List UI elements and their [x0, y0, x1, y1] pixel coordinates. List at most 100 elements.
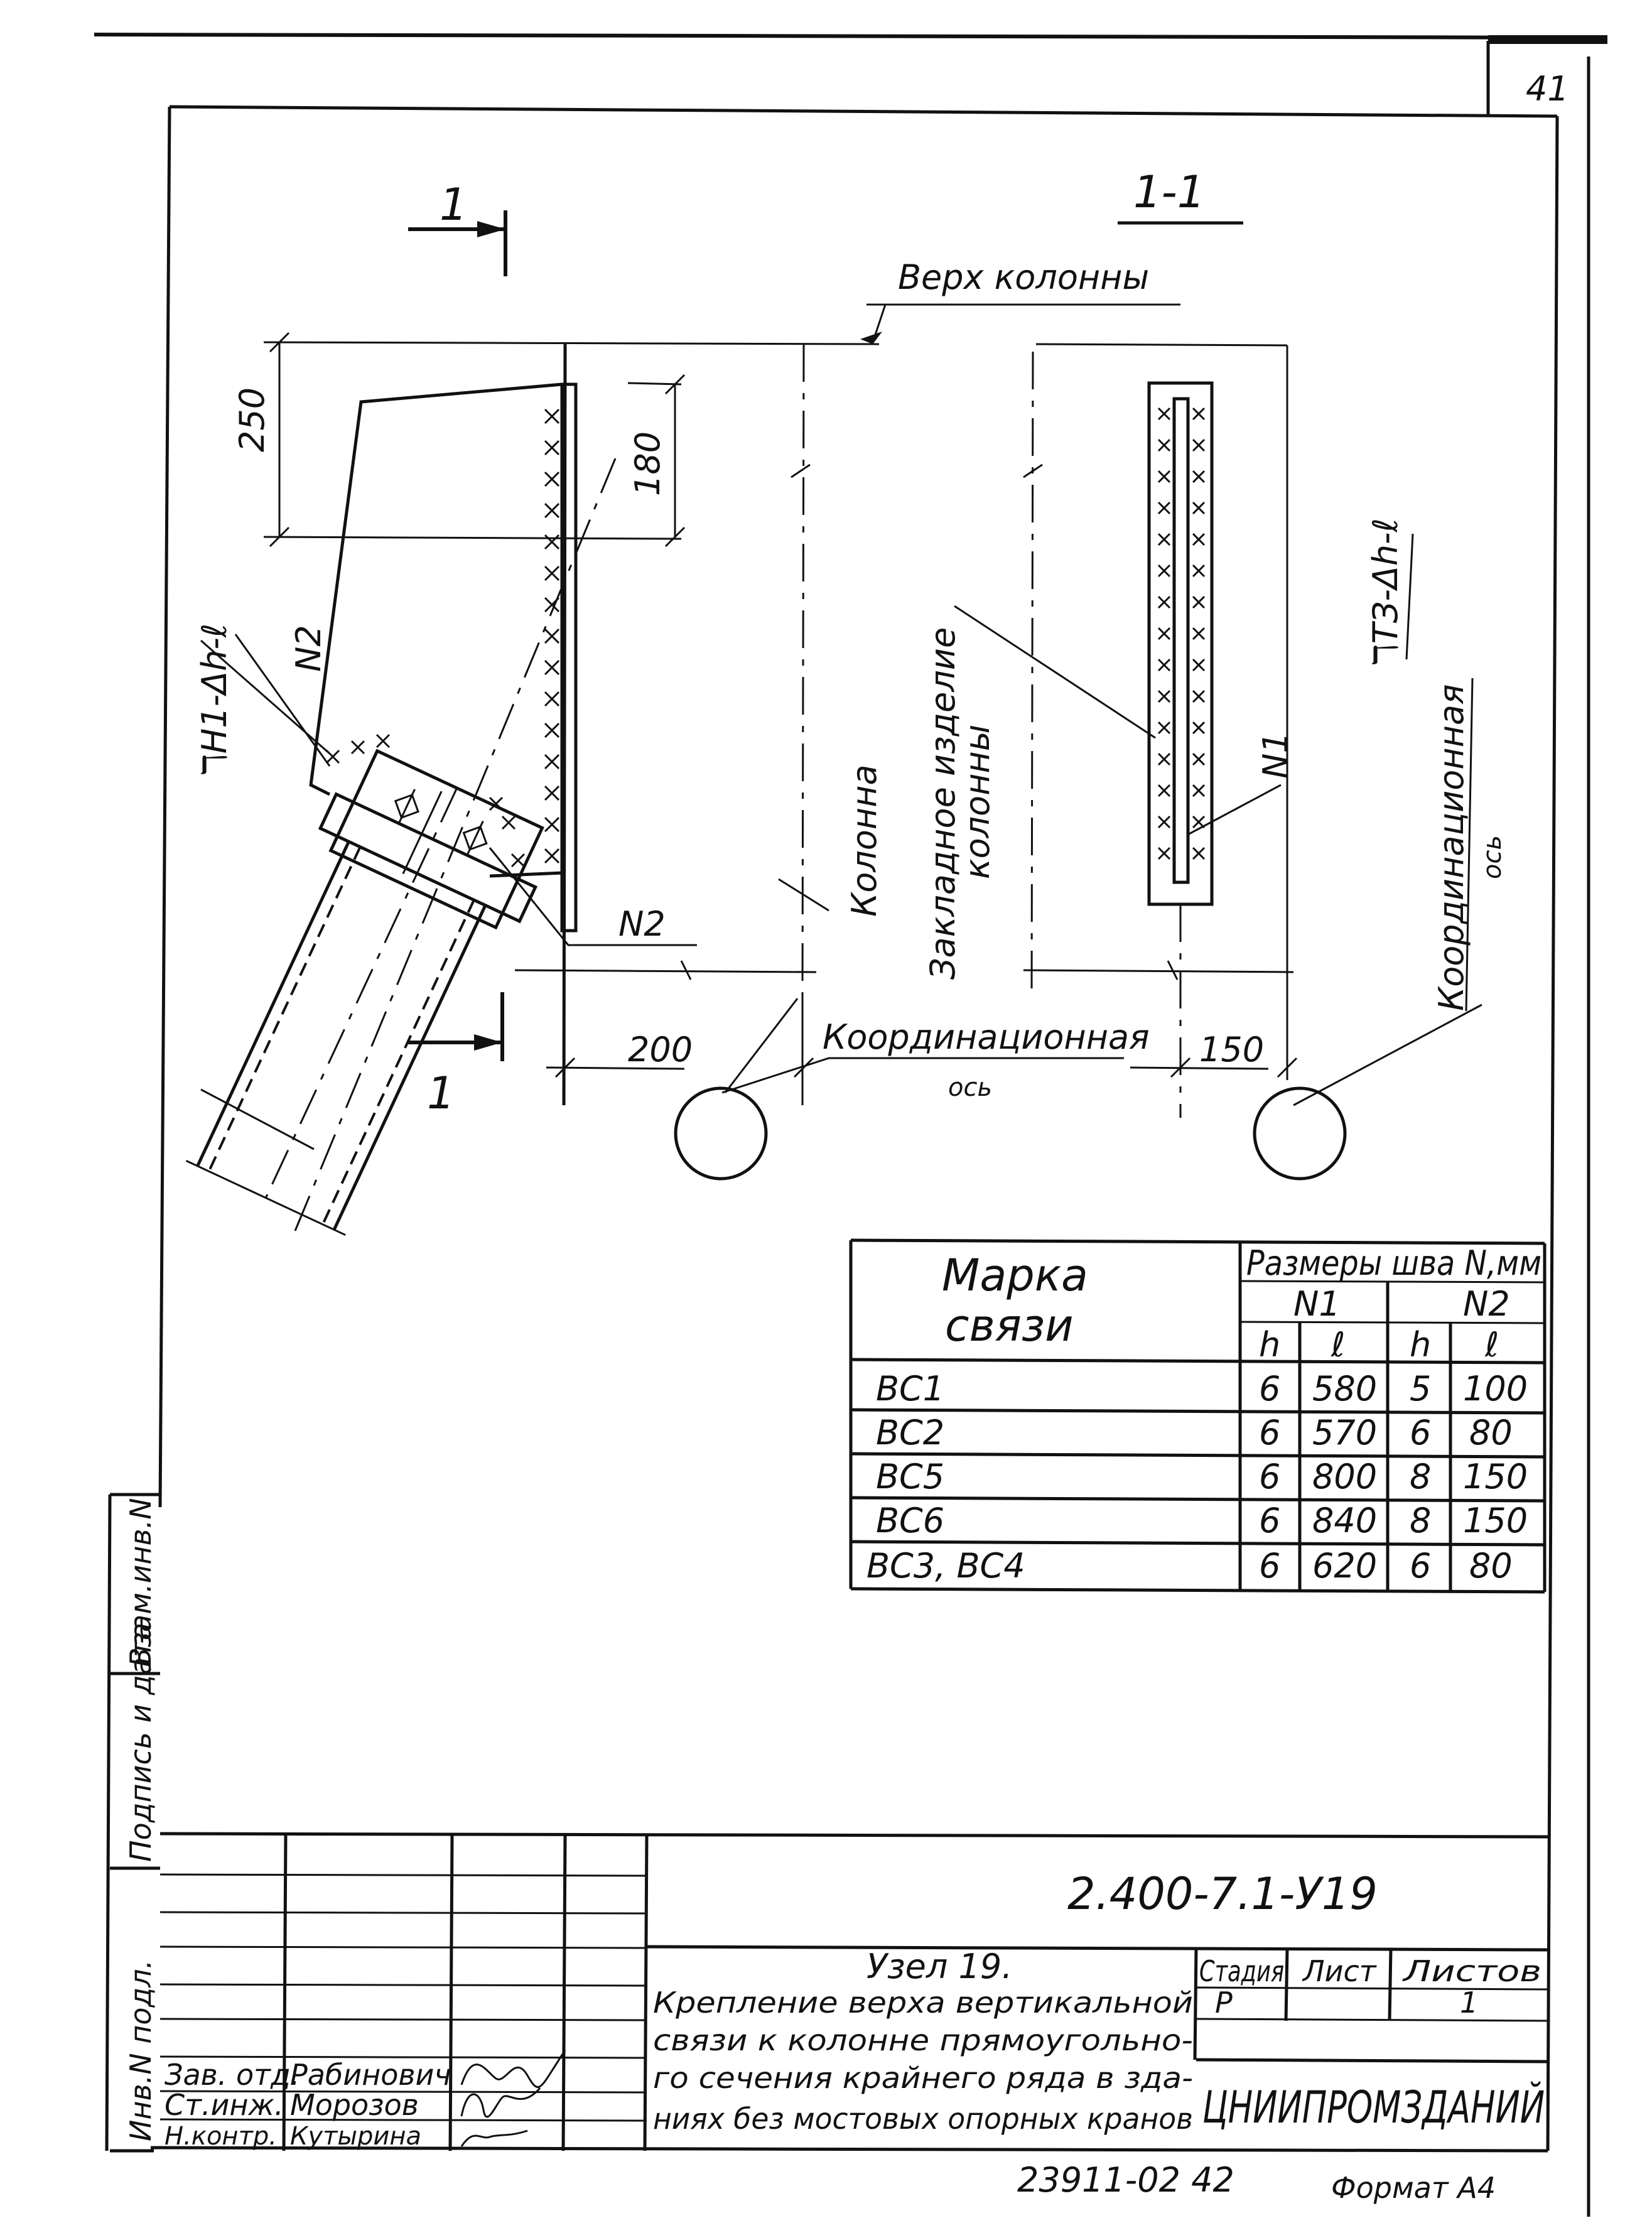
table-cell-l2: 150: [1463, 1501, 1528, 1540]
table-cell-mark: ВС6: [876, 1501, 944, 1540]
section-mark-label-top: 1: [440, 179, 468, 230]
signer-name: Кутырина: [290, 2122, 421, 2151]
table-cell-l1: 840: [1312, 1501, 1377, 1540]
table-row-1: ВС1 6 580 5 100: [876, 1369, 1528, 1409]
side-stamp: [105, 1493, 160, 2153]
signer-row-2: Ст.инж. Морозов: [165, 2088, 419, 2122]
embedded-label-2: колонны: [958, 725, 997, 879]
axis-bubble-right: [1253, 1086, 1347, 1181]
table-cell-h2: 8: [1410, 1501, 1431, 1540]
table-row-2: ВС2 6 570 6 80: [876, 1413, 1513, 1452]
signer-row-3: Н.контр. Кутырина: [165, 2122, 421, 2151]
section-mark-bottom: [408, 992, 504, 1061]
table-cell-l2: 80: [1469, 1413, 1513, 1452]
sheet-frame: [94, 33, 1608, 2217]
table-cell-mark: ВС1: [876, 1369, 944, 1409]
table-cell-h1: 6: [1259, 1457, 1280, 1496]
side-stamp-vzam: Взам.инв.N: [124, 1498, 158, 1667]
title-desc-1: Крепление верха вертикальной: [653, 1986, 1193, 2020]
signatures: [460, 2050, 566, 2147]
table-cell-h2: 5: [1410, 1369, 1431, 1409]
title-organization: ЦНИИПРОМЗДАНИЙ: [1202, 2082, 1545, 2133]
title-desc-2: связи к колонне прямоугольно-: [653, 2023, 1193, 2057]
table-cell-l2: 150: [1463, 1457, 1528, 1496]
archive-number: 23911-02 42: [1017, 2160, 1234, 2200]
table-sub-h2: h: [1410, 1325, 1431, 1365]
table-col-sizes: Размеры шва N,мм: [1246, 1243, 1541, 1283]
table-col-n1: N1: [1293, 1284, 1341, 1324]
table-sub-l2: ℓ: [1484, 1325, 1499, 1365]
embedded-label-1: Закладное изделие: [923, 627, 963, 980]
right-view: [954, 343, 1482, 1118]
axis-label-right-1: Координационная: [1432, 684, 1471, 1011]
table-col-mark-2: связи: [945, 1300, 1074, 1351]
table-cell-mark: ВС5: [876, 1457, 944, 1496]
table-cell-h2: 8: [1410, 1457, 1431, 1496]
table-cell-h2: 6: [1410, 1546, 1431, 1586]
section-mark-top: [408, 210, 507, 276]
column-label: Колонна: [845, 764, 884, 917]
top-of-column-label: Верх колонны: [898, 257, 1149, 297]
dim-200: 200: [628, 1030, 693, 1069]
table-cell-l1: 570: [1312, 1413, 1377, 1452]
side-stamp-inv: Инв.N подл.: [124, 1960, 158, 2141]
signer-role: Н.контр.: [165, 2122, 277, 2151]
axis-bubble-left: [674, 1086, 768, 1181]
table-sub-l1: ℓ: [1331, 1325, 1345, 1365]
brace-member: [185, 749, 544, 1236]
title-sheet-label: Лист: [1302, 1954, 1377, 1988]
axis-label-left-2: ось: [948, 1073, 992, 1102]
table-cell-h1: 6: [1259, 1369, 1280, 1409]
table-cell-h1: 6: [1259, 1546, 1280, 1586]
table-cell-l2: 100: [1463, 1369, 1528, 1409]
title-desc-3: го сечения крайнего ряда в зда-: [653, 2061, 1193, 2095]
table-cell-h2: 6: [1410, 1413, 1431, 1452]
table-cell-l1: 580: [1312, 1369, 1377, 1409]
weld-table: [849, 1238, 1547, 1594]
title-stage-value: Р: [1215, 1986, 1233, 2020]
signer-name: Морозов: [290, 2088, 419, 2122]
table-cell-h1: 6: [1259, 1413, 1280, 1452]
section-mark-label-bottom: 1: [427, 1068, 455, 1119]
title-code: 2.400-7.1-У19: [1067, 1868, 1378, 1920]
axis-label-left-1: Координационная: [823, 1017, 1150, 1057]
axis-label-right-2: ось: [1478, 835, 1507, 879]
table-col-n2: N2: [1463, 1284, 1510, 1324]
left-view: [185, 332, 880, 1236]
n2-label: N2: [618, 904, 666, 944]
dim-180: 180: [628, 431, 667, 496]
title-sheets-value: 1: [1460, 1986, 1478, 2020]
table-row-5: ВС3, ВС4 6 620 6 80: [866, 1546, 1513, 1586]
table-cell-l2: 80: [1469, 1546, 1513, 1586]
dim-250: 250: [232, 387, 272, 452]
dim-150: 150: [1199, 1030, 1264, 1069]
weld-label-left: ℸН1-Δh-ℓ: [195, 624, 234, 776]
n2-rotated-label: N2: [289, 625, 328, 672]
format-label: Формат А4: [1331, 2171, 1496, 2205]
title-stage-label: Стадия: [1199, 1954, 1284, 1988]
title-sheets-label: Листов: [1401, 1954, 1541, 1988]
n1-label: N1: [1256, 732, 1295, 779]
section-title: 1-1: [1133, 166, 1205, 218]
table-row-4: ВС6 6 840 8 150: [876, 1501, 1528, 1540]
table-row-3: ВС5 6 800 8 150: [876, 1457, 1528, 1496]
table-cell-l1: 800: [1312, 1457, 1377, 1496]
table-cell-mark: ВС2: [876, 1413, 944, 1452]
side-stamp-podpis: Подпись и дата: [124, 1623, 158, 1862]
signer-role: Ст.инж.: [165, 2088, 284, 2122]
table-cell-mark: ВС3, ВС4: [866, 1546, 1025, 1586]
weld-crosses-left: [544, 408, 560, 864]
title-desc-4: ниях без мостовых опорных кранов: [653, 2102, 1193, 2136]
table-cell-l1: 620: [1312, 1546, 1377, 1586]
title-node: Узел 19.: [866, 1947, 1012, 1986]
table-col-mark-1: Марка: [942, 1250, 1088, 1301]
title-block: [159, 1832, 1548, 2151]
table-sub-h1: h: [1259, 1325, 1280, 1365]
signer-name: Рабинович: [290, 2058, 451, 2092]
signer-row-1: Зав. отд. Рабинович: [165, 2058, 451, 2092]
signer-role: Зав. отд.: [165, 2058, 300, 2092]
weld-label-right: ℸТЗ-Δh-ℓ: [1366, 518, 1405, 666]
table-cell-h1: 6: [1259, 1501, 1280, 1540]
sheet-number: 41: [1526, 69, 1569, 109]
